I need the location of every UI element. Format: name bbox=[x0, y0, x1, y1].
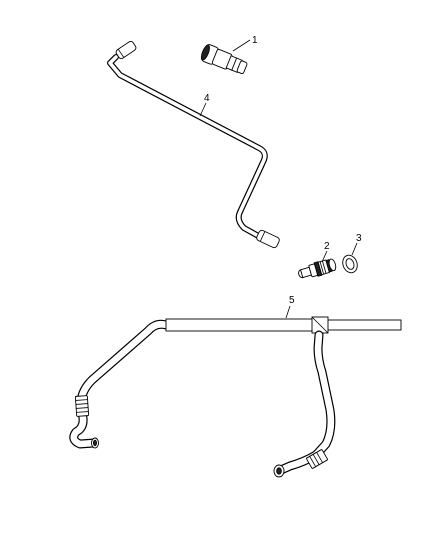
callout-1: 1 bbox=[252, 35, 258, 46]
leader-line-2 bbox=[321, 250, 328, 263]
leader-line-4 bbox=[199, 102, 207, 117]
leader-line-5 bbox=[285, 305, 291, 319]
leader-line-3 bbox=[351, 242, 358, 256]
leader-line-1 bbox=[232, 39, 251, 52]
callout-5: 5 bbox=[289, 295, 295, 306]
callout-4: 4 bbox=[204, 93, 210, 104]
callout-2: 2 bbox=[324, 241, 330, 252]
part-2-pcv-valve[interactable] bbox=[297, 257, 337, 281]
part-1-valve-plug[interactable] bbox=[199, 43, 248, 77]
part-3-grommet[interactable] bbox=[340, 253, 359, 275]
part-4-breather-tube[interactable] bbox=[107, 40, 280, 249]
part-5-vacuum-hose-assembly[interactable] bbox=[69, 316, 402, 478]
callout-3: 3 bbox=[356, 233, 362, 244]
